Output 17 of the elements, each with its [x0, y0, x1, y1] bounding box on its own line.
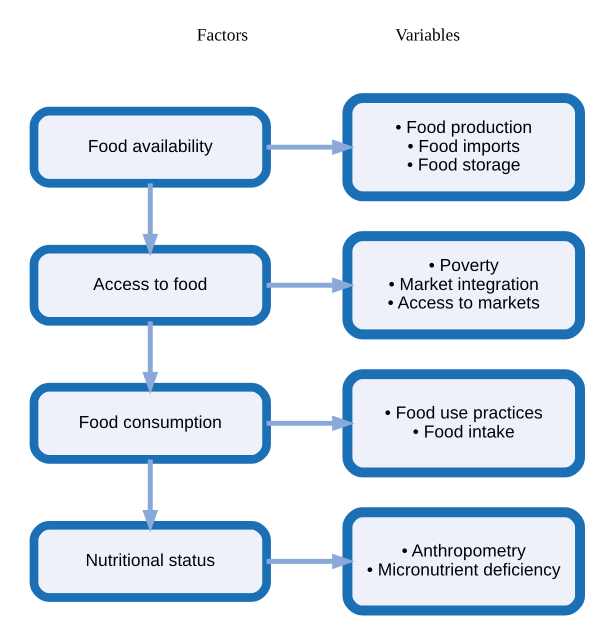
- arrow: [266, 415, 355, 432]
- arrow: [142, 183, 158, 256]
- arrow: [142, 321, 158, 394]
- label: Factors: [196, 24, 248, 44]
- label: Variables: [395, 24, 460, 44]
- node-box: Nutritional status: [30, 520, 271, 602]
- arrow: [142, 459, 158, 532]
- node-box: • Anthropometry • Micronutrient deficiency: [342, 507, 585, 616]
- node-box: • Food use practices • Food intake: [342, 369, 585, 478]
- arrow: [266, 139, 355, 156]
- arrow: [266, 554, 355, 570]
- node-box: Access to food: [30, 244, 271, 326]
- node-box: Food availability: [30, 106, 271, 188]
- arrow: [266, 277, 355, 294]
- node-box: Food consumption: [30, 382, 271, 464]
- node-box: • Food production • Food imports • Food storage: [342, 93, 585, 202]
- node-box: • Poverty • Market integration • Access to markets: [342, 231, 585, 340]
